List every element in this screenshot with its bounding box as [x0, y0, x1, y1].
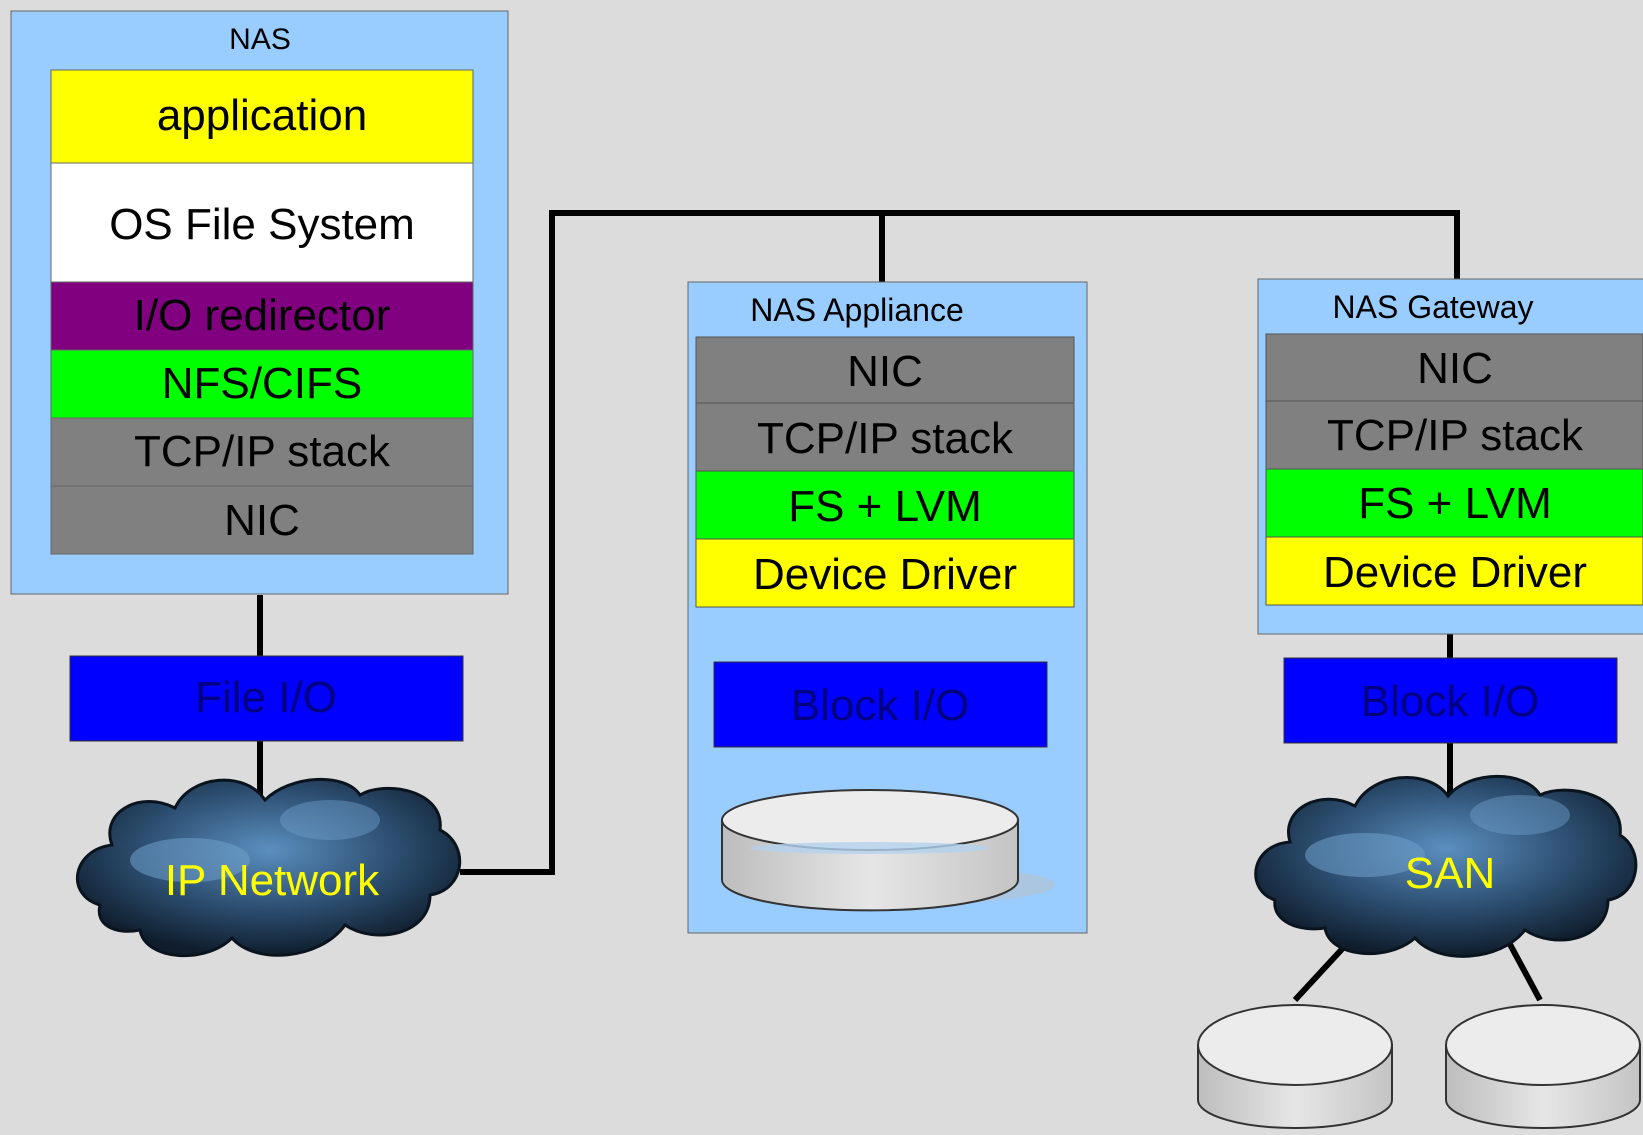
ip-network-label: IP Network [165, 856, 380, 905]
nas-layer-label: application [157, 91, 367, 140]
gateway-block-io-box: Block I/O [1283, 657, 1618, 744]
cloud-highlight [280, 800, 380, 840]
file-io-label: File I/O [195, 673, 337, 722]
file-io-box: File I/O [69, 655, 464, 742]
nas-gateway-title: NAS Gateway [1333, 289, 1534, 325]
gateway-layer-box [1265, 468, 1643, 538]
appliance-disk [721, 789, 1055, 912]
gateway-layer-box [1265, 333, 1643, 402]
appliance-layer-label: Device Driver [753, 550, 1017, 599]
nas-layer-nic: NIC [50, 485, 474, 555]
appliance-layer-nic: NIC [695, 336, 1075, 404]
san-cloud: SAN [1254, 774, 1638, 958]
cloud-highlight [130, 838, 250, 882]
nas-layer-box [50, 485, 474, 555]
appliance-layer-label: TCP/IP stack [757, 414, 1014, 463]
gateway-layer-nic: NIC [1265, 333, 1643, 402]
ip-network-cloud: IP Network [75, 777, 462, 958]
disk-highlight [750, 842, 990, 854]
nas-appliance-title: NAS Appliance [750, 292, 963, 328]
nas-layer-tcp-ip-stack: TCP/IP stack [50, 417, 474, 487]
appliance-block-io-label: Block I/O [791, 681, 970, 730]
nas-layer-label: OS File System [109, 200, 415, 249]
gateway-block-io-rect [1283, 657, 1618, 744]
nas-host: NAS application OS File System I/O redir… [10, 10, 509, 595]
nas-layer-io-redirector: I/O redirector [50, 281, 474, 351]
appliance-layer-fs-lvm: FS + LVM [695, 470, 1075, 540]
nas-appliance: NAS Appliance NIC TCP/IP stack FS + LVM … [687, 281, 1088, 934]
nas-layer-box [50, 281, 474, 351]
nas-layer-label: NFS/CIFS [162, 359, 362, 408]
san-disk-1 [1197, 1004, 1393, 1129]
nas-gateway: NAS Gateway NIC TCP/IP stack FS + LVM De… [1257, 278, 1643, 744]
appliance-layer-label: FS + LVM [788, 482, 982, 531]
gateway-layer-label: Device Driver [1323, 548, 1587, 597]
nas-layer-box [50, 349, 474, 419]
appliance-layer-label: NIC [847, 347, 923, 396]
gateway-layer-label: TCP/IP stack [1327, 411, 1584, 460]
appliance-layer-box [695, 336, 1075, 404]
gateway-layer-fs-lvm: FS + LVM [1265, 468, 1643, 538]
disk-top [1197, 1004, 1393, 1086]
gateway-block-io-label: Block I/O [1361, 677, 1540, 726]
san-to-disk-2-line [1502, 933, 1543, 1002]
san-label: SAN [1405, 849, 1495, 898]
appliance-layer-tcp-ip-stack: TCP/IP stack [695, 402, 1075, 472]
nas-layer-label: I/O redirector [134, 291, 391, 340]
gateway-layer-label: NIC [1417, 344, 1493, 393]
file-io-rect [69, 655, 464, 742]
appliance-block-io-box: Block I/O [713, 661, 1048, 748]
cloud-shape [1254, 774, 1638, 958]
disk-top [721, 789, 1019, 851]
nas-host-title: NAS [229, 23, 291, 56]
appliance-layer-box [695, 470, 1075, 540]
nas-layer-application: application [50, 69, 474, 164]
san-disk-2 [1445, 1004, 1641, 1129]
cloud-shape [75, 777, 462, 958]
cloud-highlight [1305, 833, 1425, 877]
appliance-layer-box [695, 402, 1075, 472]
nas-layer-os-file-system: OS File System [50, 162, 474, 283]
appliance-layer-box [695, 538, 1075, 608]
nas-layer-nfs-cifs: NFS/CIFS [50, 349, 474, 419]
nas-layer-box [50, 69, 474, 164]
gateway-layer-device-driver: Device Driver [1265, 536, 1643, 606]
gateway-layer-label: FS + LVM [1358, 479, 1552, 528]
nas-layer-label: NIC [224, 496, 300, 545]
cloud-highlight [1470, 795, 1570, 835]
nas-layer-box [50, 417, 474, 487]
appliance-block-io-rect [713, 661, 1048, 748]
gateway-layer-box [1265, 400, 1643, 470]
network-to-bus-line [460, 210, 1460, 875]
appliance-layer-device-driver: Device Driver [695, 538, 1075, 608]
disk-top [1445, 1004, 1641, 1086]
nas-layer-label: TCP/IP stack [134, 427, 391, 476]
gateway-layer-tcp-ip-stack: TCP/IP stack [1265, 400, 1643, 470]
gateway-layer-box [1265, 536, 1643, 606]
